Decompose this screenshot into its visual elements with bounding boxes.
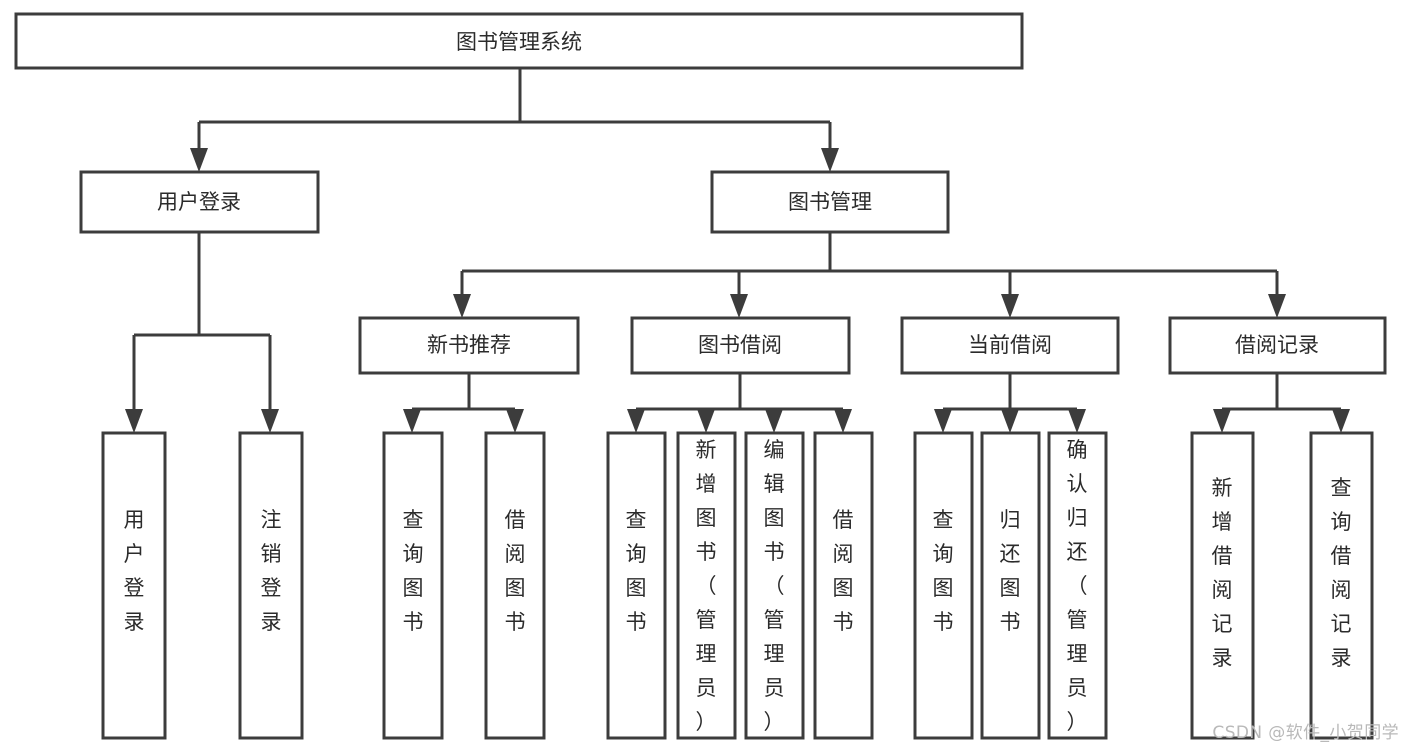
leaf-edit-book[interactable]: 编辑图书（管理员） — [744, 431, 805, 740]
node-book-borrow[interactable]: 图书借阅 — [630, 316, 851, 375]
leaf-edit-book-label: 编辑图书（管理员） — [764, 438, 785, 734]
leaf-query-book-2-box[interactable] — [606, 431, 667, 740]
node-book-manage-box[interactable] — [710, 170, 950, 234]
node-borrow-record-label: 借阅记录 — [1235, 333, 1319, 357]
arrow-icon-leaf-edit-book — [765, 409, 783, 433]
leaf-query-book-1[interactable]: 查询图书 — [382, 431, 444, 740]
leaf-query-record-box[interactable] — [1309, 431, 1374, 740]
node-user-login[interactable]: 用户登录 — [79, 170, 320, 234]
leaf-add-book-box[interactable] — [676, 431, 737, 740]
leaf-add-book[interactable]: 新增图书（管理员） — [676, 431, 737, 740]
leaf-borrow-book-1[interactable]: 借阅图书 — [484, 431, 546, 740]
node-book-manage-label: 图书管理 — [788, 190, 872, 214]
leaf-return-book-label: 归还图书 — [1000, 508, 1021, 634]
csdn-watermark: CSDN @软件_小贺同学 — [1212, 723, 1399, 743]
arrow-icon-current-borrow — [1001, 294, 1019, 318]
arrow-icon-leaf-user-login — [125, 409, 143, 433]
node-root-box[interactable] — [14, 12, 1024, 70]
node-new-book-recommend-box[interactable] — [358, 316, 580, 375]
arrow-icon-leaf-return-book — [1001, 409, 1019, 433]
leaf-borrow-book-1-box[interactable] — [484, 431, 546, 740]
connector-layer — [125, 68, 1350, 433]
leaf-query-book-3[interactable]: 查询图书 — [913, 431, 974, 740]
arrow-icon-user-login — [190, 148, 208, 172]
leaf-confirm-return-box[interactable] — [1047, 431, 1108, 740]
leaf-add-book-label: 新增图书（管理员） — [696, 438, 717, 734]
arrow-icon-leaf-query-record — [1332, 409, 1350, 433]
arrow-icon-leaf-query-book-2 — [627, 409, 645, 433]
node-book-borrow-box[interactable] — [630, 316, 851, 375]
leaf-query-record-label: 查询借阅记录 — [1331, 476, 1352, 670]
node-new-book-recommend[interactable]: 新书推荐 — [358, 316, 580, 375]
arrow-icon-leaf-user-logout — [261, 409, 279, 433]
leaf-add-record[interactable]: 新增借阅记录 — [1190, 431, 1255, 740]
leaf-borrow-book-2-box[interactable] — [813, 431, 874, 740]
arrow-icon-leaf-confirm-return — [1068, 409, 1086, 433]
leaf-user-logout-box[interactable] — [238, 431, 304, 740]
leaf-user-logout-label: 注销登录 — [261, 508, 282, 634]
node-current-borrow-box[interactable] — [900, 316, 1120, 375]
arrow-icon-new-book-recommend — [453, 294, 471, 318]
leaf-add-record-label: 新增借阅记录 — [1212, 476, 1233, 670]
leaf-query-book-1-label: 查询图书 — [403, 508, 424, 634]
leaf-add-record-box[interactable] — [1190, 431, 1255, 740]
leaf-query-record[interactable]: 查询借阅记录 — [1309, 431, 1374, 740]
leaf-user-login-box[interactable] — [101, 431, 167, 740]
leaf-borrow-book-2[interactable]: 借阅图书 — [813, 431, 874, 740]
arrow-icon-book-borrow — [730, 294, 748, 318]
node-current-borrow-label: 当前借阅 — [968, 333, 1052, 357]
arrow-icon-leaf-borrow-book-2 — [834, 409, 852, 433]
arrow-icon-leaf-query-book-1 — [403, 409, 421, 433]
arrow-icon-leaf-query-book-3 — [934, 409, 952, 433]
leaf-query-book-3-label: 查询图书 — [933, 508, 954, 634]
node-borrow-record[interactable]: 借阅记录 — [1168, 316, 1387, 375]
leaf-borrow-book-1-label: 借阅图书 — [505, 508, 526, 634]
node-current-borrow[interactable]: 当前借阅 — [900, 316, 1120, 375]
leaf-query-book-3-box[interactable] — [913, 431, 974, 740]
node-book-manage[interactable]: 图书管理 — [710, 170, 950, 234]
leaf-confirm-return-label: 确认归还（管理员） — [1067, 438, 1088, 734]
leaf-user-login-label: 用户登录 — [124, 508, 145, 634]
leaf-borrow-book-2-label: 借阅图书 — [833, 508, 854, 634]
node-user-login-box[interactable] — [79, 170, 320, 234]
leaf-query-book-1-box[interactable] — [382, 431, 444, 740]
node-book-borrow-label: 图书借阅 — [698, 333, 782, 357]
leaf-edit-book-box[interactable] — [744, 431, 805, 740]
arrow-icon-borrow-record — [1268, 294, 1286, 318]
node-new-book-recommend-label: 新书推荐 — [427, 333, 511, 357]
leaf-confirm-return[interactable]: 确认归还（管理员） — [1047, 431, 1108, 740]
leaf-return-book-box[interactable] — [980, 431, 1041, 740]
node-borrow-record-box[interactable] — [1168, 316, 1387, 375]
arrow-icon-book-manage — [821, 148, 839, 172]
arrow-icon-leaf-add-record — [1213, 409, 1231, 433]
leaf-user-logout[interactable]: 注销登录 — [238, 431, 304, 740]
leaf-user-login[interactable]: 用户登录 — [101, 431, 167, 740]
arrow-icon-leaf-borrow-book-1 — [506, 409, 524, 433]
leaf-query-book-2-label: 查询图书 — [626, 508, 647, 634]
node-user-login-label: 用户登录 — [157, 190, 241, 214]
leaf-return-book[interactable]: 归还图书 — [980, 431, 1041, 740]
leaf-query-book-2[interactable]: 查询图书 — [606, 431, 667, 740]
node-root[interactable]: 图书管理系统 — [14, 12, 1024, 70]
arrow-icon-leaf-add-book — [697, 409, 715, 433]
node-root-label: 图书管理系统 — [456, 30, 582, 54]
